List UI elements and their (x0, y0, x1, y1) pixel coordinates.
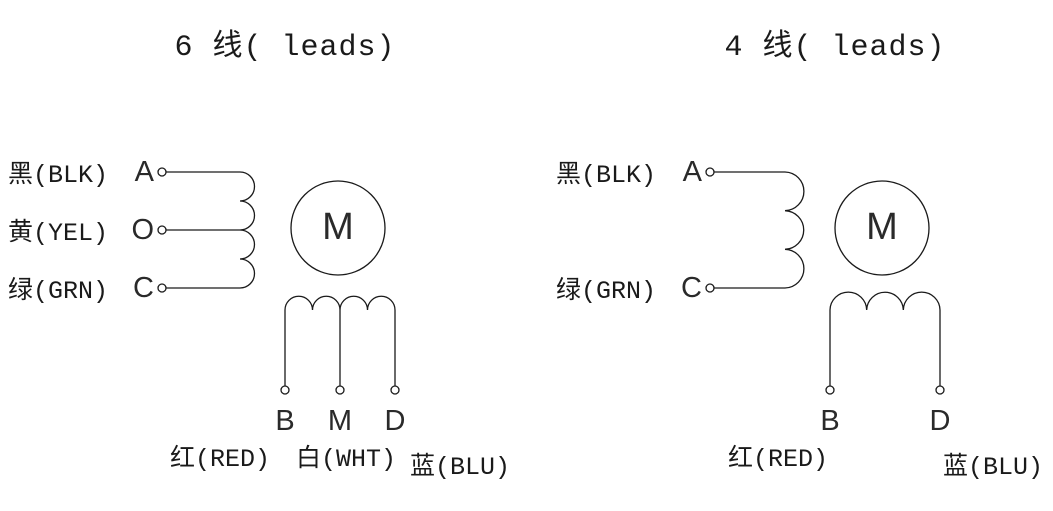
six-lead-row-green: 绿(GRN) C (8, 271, 154, 306)
six-lead-bottom-letter-b: B (275, 405, 295, 437)
six-lead-horizontal-coil (284, 295, 396, 311)
six-lead-terminal-m (335, 385, 345, 395)
wire-color-label-green: 绿(GRN) (556, 277, 657, 306)
six-lead-bottom-label-red: 红(RED) (170, 445, 271, 474)
six-lead-motor-circle (290, 180, 386, 276)
wire-terminal-letter-a: A (134, 155, 154, 188)
wire-color-label-green: 绿(GRN) (8, 277, 109, 306)
six-lead-terminal-o (157, 225, 167, 235)
six-lead-terminal-a (157, 167, 167, 177)
four-lead-art (705, 167, 945, 395)
four-lead-bottom-label-blue: 蓝(BLU) (943, 453, 1044, 482)
wire-color-label-black: 黑(BLK) (556, 161, 657, 190)
four-lead-terminal-a (705, 167, 715, 177)
six-lead-bottom-letter-d: D (384, 405, 406, 437)
six-lead-bottom-letter-m: M (327, 405, 353, 437)
four-lead-terminal-d (935, 385, 945, 395)
wire-terminal-letter-a: A (682, 155, 702, 188)
four-lead-terminal-b (825, 385, 835, 395)
six-lead-row-black: 黑(BLK) A (8, 155, 154, 190)
four-lead-bottom-letter-b: B (820, 405, 840, 437)
four-lead-motor-circle (834, 180, 930, 276)
six-lead-motor-letter: M (322, 206, 354, 248)
wire-color-label-black: 黑(BLK) (8, 161, 109, 190)
four-lead-terminal-c (705, 283, 715, 293)
six-lead-bottom-label-blue: 蓝(BLU) (410, 453, 511, 482)
four-lead-bottom-label-red: 红(RED) (728, 445, 829, 474)
four-lead-row-green: 绿(GRN) C (556, 271, 702, 306)
six-lead-terminal-d (390, 385, 400, 395)
four-lead-title: 4 线( leads) (724, 31, 946, 65)
six-lead-row-yellow: 黄(YEL) O (8, 213, 154, 248)
wire-terminal-letter-o: O (131, 213, 154, 246)
four-lead-horizontal-coil (829, 291, 941, 311)
four-lead-motor-letter: M (866, 206, 898, 248)
wire-color-label-yellow: 黄(YEL) (8, 219, 109, 248)
six-lead-bottom-label-white: 白(WHT) (296, 445, 397, 474)
four-lead-bottom-letter-d: D (929, 405, 951, 437)
six-lead-vertical-coil (239, 171, 256, 289)
six-lead-art (157, 167, 400, 395)
four-lead-row-black: 黑(BLK) A (556, 155, 702, 190)
six-lead-terminal-c (157, 283, 167, 293)
six-lead-terminal-b (280, 385, 290, 395)
six-lead-title: 6 线( leads) (174, 31, 396, 65)
wire-terminal-letter-c: C (681, 271, 702, 304)
four-lead-vertical-coil (784, 171, 805, 289)
wire-terminal-letter-c: C (133, 271, 154, 304)
